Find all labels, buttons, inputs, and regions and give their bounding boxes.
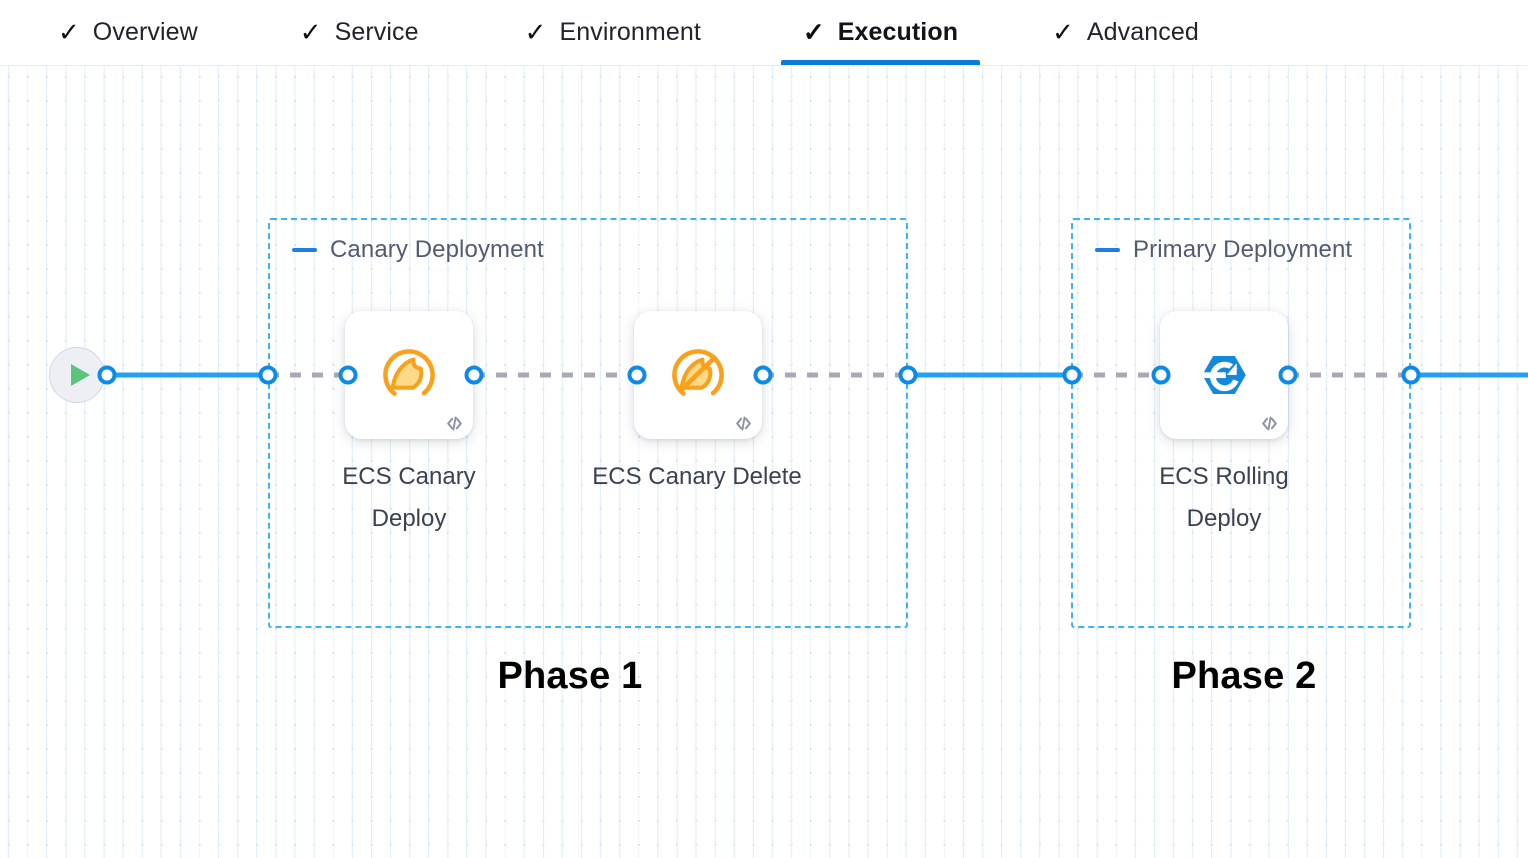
tab-advanced[interactable]: ✓ Advanced — [1030, 0, 1221, 65]
port-node2-input[interactable] — [627, 365, 647, 385]
group-primary-deployment[interactable]: Primary Deployment — [1071, 218, 1411, 628]
canary-bird-icon — [383, 349, 435, 401]
pipeline-canvas[interactable]: Canary Deployment Primary Deployment ECS… — [0, 66, 1528, 858]
group-canary-deployment[interactable]: Canary Deployment — [268, 218, 908, 628]
check-icon: ✓ — [58, 16, 80, 47]
phase-label-2: Phase 2 — [1171, 655, 1317, 697]
port-group1-input[interactable] — [258, 365, 278, 385]
phase-label-1: Phase 1 — [497, 655, 643, 697]
node-ecs-canary-delete-label: ECS Canary Delete — [592, 463, 802, 490]
node-ecs-canary-delete[interactable] — [634, 311, 762, 439]
tab-overview[interactable]: ✓ Overview — [36, 0, 220, 65]
node-ecs-rolling-deploy-label: ECS Rolling Deploy — [1159, 463, 1289, 532]
port-group1-output[interactable] — [898, 365, 918, 385]
node-ecs-rolling-deploy[interactable] — [1160, 311, 1288, 439]
port-node3-output[interactable] — [1278, 365, 1298, 385]
tab-overview-label: Overview — [92, 18, 198, 46]
tab-environment[interactable]: ✓ Environment — [503, 0, 723, 65]
tab-environment-label: Environment — [559, 18, 701, 46]
tab-list: ✓ Overview ✓ Service ✓ Environment ✓ Exe… — [0, 0, 1528, 65]
group-canary-deployment-title: Canary Deployment — [330, 236, 544, 263]
code-icon[interactable] — [1260, 414, 1279, 433]
group-primary-deployment-header: Primary Deployment — [1095, 238, 1352, 262]
port-node2-output[interactable] — [753, 365, 773, 385]
port-group2-output[interactable] — [1401, 365, 1421, 385]
canary-bird-delete-icon — [672, 349, 724, 401]
port-node1-input[interactable] — [338, 365, 358, 385]
tab-active-underline — [780, 60, 981, 65]
tab-service[interactable]: ✓ Service — [278, 0, 441, 65]
port-node3-input[interactable] — [1151, 365, 1171, 385]
code-icon[interactable] — [734, 414, 753, 433]
play-icon — [70, 364, 90, 386]
tab-service-label: Service — [334, 18, 419, 46]
code-icon[interactable] — [445, 414, 464, 433]
minus-icon[interactable] — [1095, 248, 1120, 252]
check-icon: ✓ — [299, 16, 322, 47]
tab-advanced-label: Advanced — [1086, 18, 1199, 46]
check-icon: ✓ — [802, 16, 825, 47]
pipeline-start-node[interactable] — [49, 347, 105, 403]
group-primary-deployment-title: Primary Deployment — [1133, 236, 1353, 263]
tab-execution-label: Execution — [837, 18, 959, 46]
check-icon: ✓ — [524, 16, 547, 47]
node-ecs-canary-deploy[interactable] — [345, 311, 473, 439]
minus-icon[interactable] — [292, 248, 317, 252]
node-ecs-canary-deploy-label: ECS Canary Deploy — [342, 463, 476, 532]
tab-execution[interactable]: ✓ Execution — [780, 0, 981, 65]
rolling-deploy-icon — [1202, 355, 1246, 395]
port-node1-output[interactable] — [464, 365, 484, 385]
wizard-tab-bar: ✓ Overview ✓ Service ✓ Environment ✓ Exe… — [0, 0, 1528, 66]
check-icon: ✓ — [1052, 16, 1074, 47]
port-group2-input[interactable] — [1062, 365, 1082, 385]
group-canary-deployment-header: Canary Deployment — [292, 238, 544, 262]
port-start-output[interactable] — [97, 365, 117, 385]
